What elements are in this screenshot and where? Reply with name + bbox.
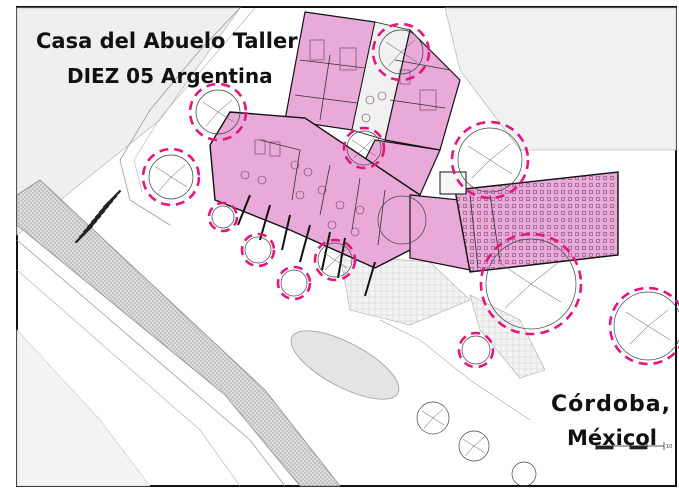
roundabout-island (290, 330, 400, 400)
scale-bar-label: 10 (666, 444, 673, 450)
tree (511, 461, 537, 487)
road-median (16, 179, 341, 487)
tree (244, 236, 272, 264)
tree-highlight (342, 126, 386, 170)
tree (346, 130, 382, 166)
site-lot-southwest (16, 329, 151, 487)
tree-highlight (479, 232, 583, 336)
project-title-line2: DIEZ 05 Argentina (67, 64, 273, 88)
tree (485, 238, 577, 330)
tree (211, 205, 235, 229)
scale-bar (595, 442, 665, 450)
tree-highlight (371, 22, 431, 82)
tree (613, 291, 679, 361)
tree (148, 154, 194, 200)
tree (458, 430, 490, 462)
road-edge (379, 319, 531, 421)
road-edge (133, 7, 256, 193)
location-country: Méxicol (567, 426, 657, 450)
tree-highlight (457, 331, 495, 369)
tree-highlight (450, 120, 530, 200)
tree (378, 29, 424, 75)
site-lot-northeast (444, 7, 677, 151)
tree-highlight (141, 147, 201, 207)
auditorium (454, 171, 619, 273)
access-ramp (469, 294, 546, 379)
tree (416, 401, 450, 435)
tree-highlight (207, 201, 239, 233)
tree (457, 127, 523, 193)
pedestrian-crossing (74, 189, 122, 244)
road-edge (16, 269, 241, 487)
road-edge (16, 239, 286, 487)
tree-highlight (276, 265, 312, 301)
tree (461, 335, 491, 365)
road-edge (119, 7, 241, 226)
tree (377, 195, 427, 245)
tree-highlight (240, 232, 276, 268)
tree (280, 269, 308, 297)
tree (317, 242, 353, 278)
location-city: Córdoba, (551, 392, 671, 417)
project-title-line1: Casa del Abuelo Taller (36, 29, 298, 53)
tree-highlight-circles (141, 22, 679, 369)
tree-highlight (313, 238, 357, 282)
tree (195, 89, 241, 135)
tree-canopies (148, 29, 679, 487)
tree-highlight (188, 82, 248, 142)
